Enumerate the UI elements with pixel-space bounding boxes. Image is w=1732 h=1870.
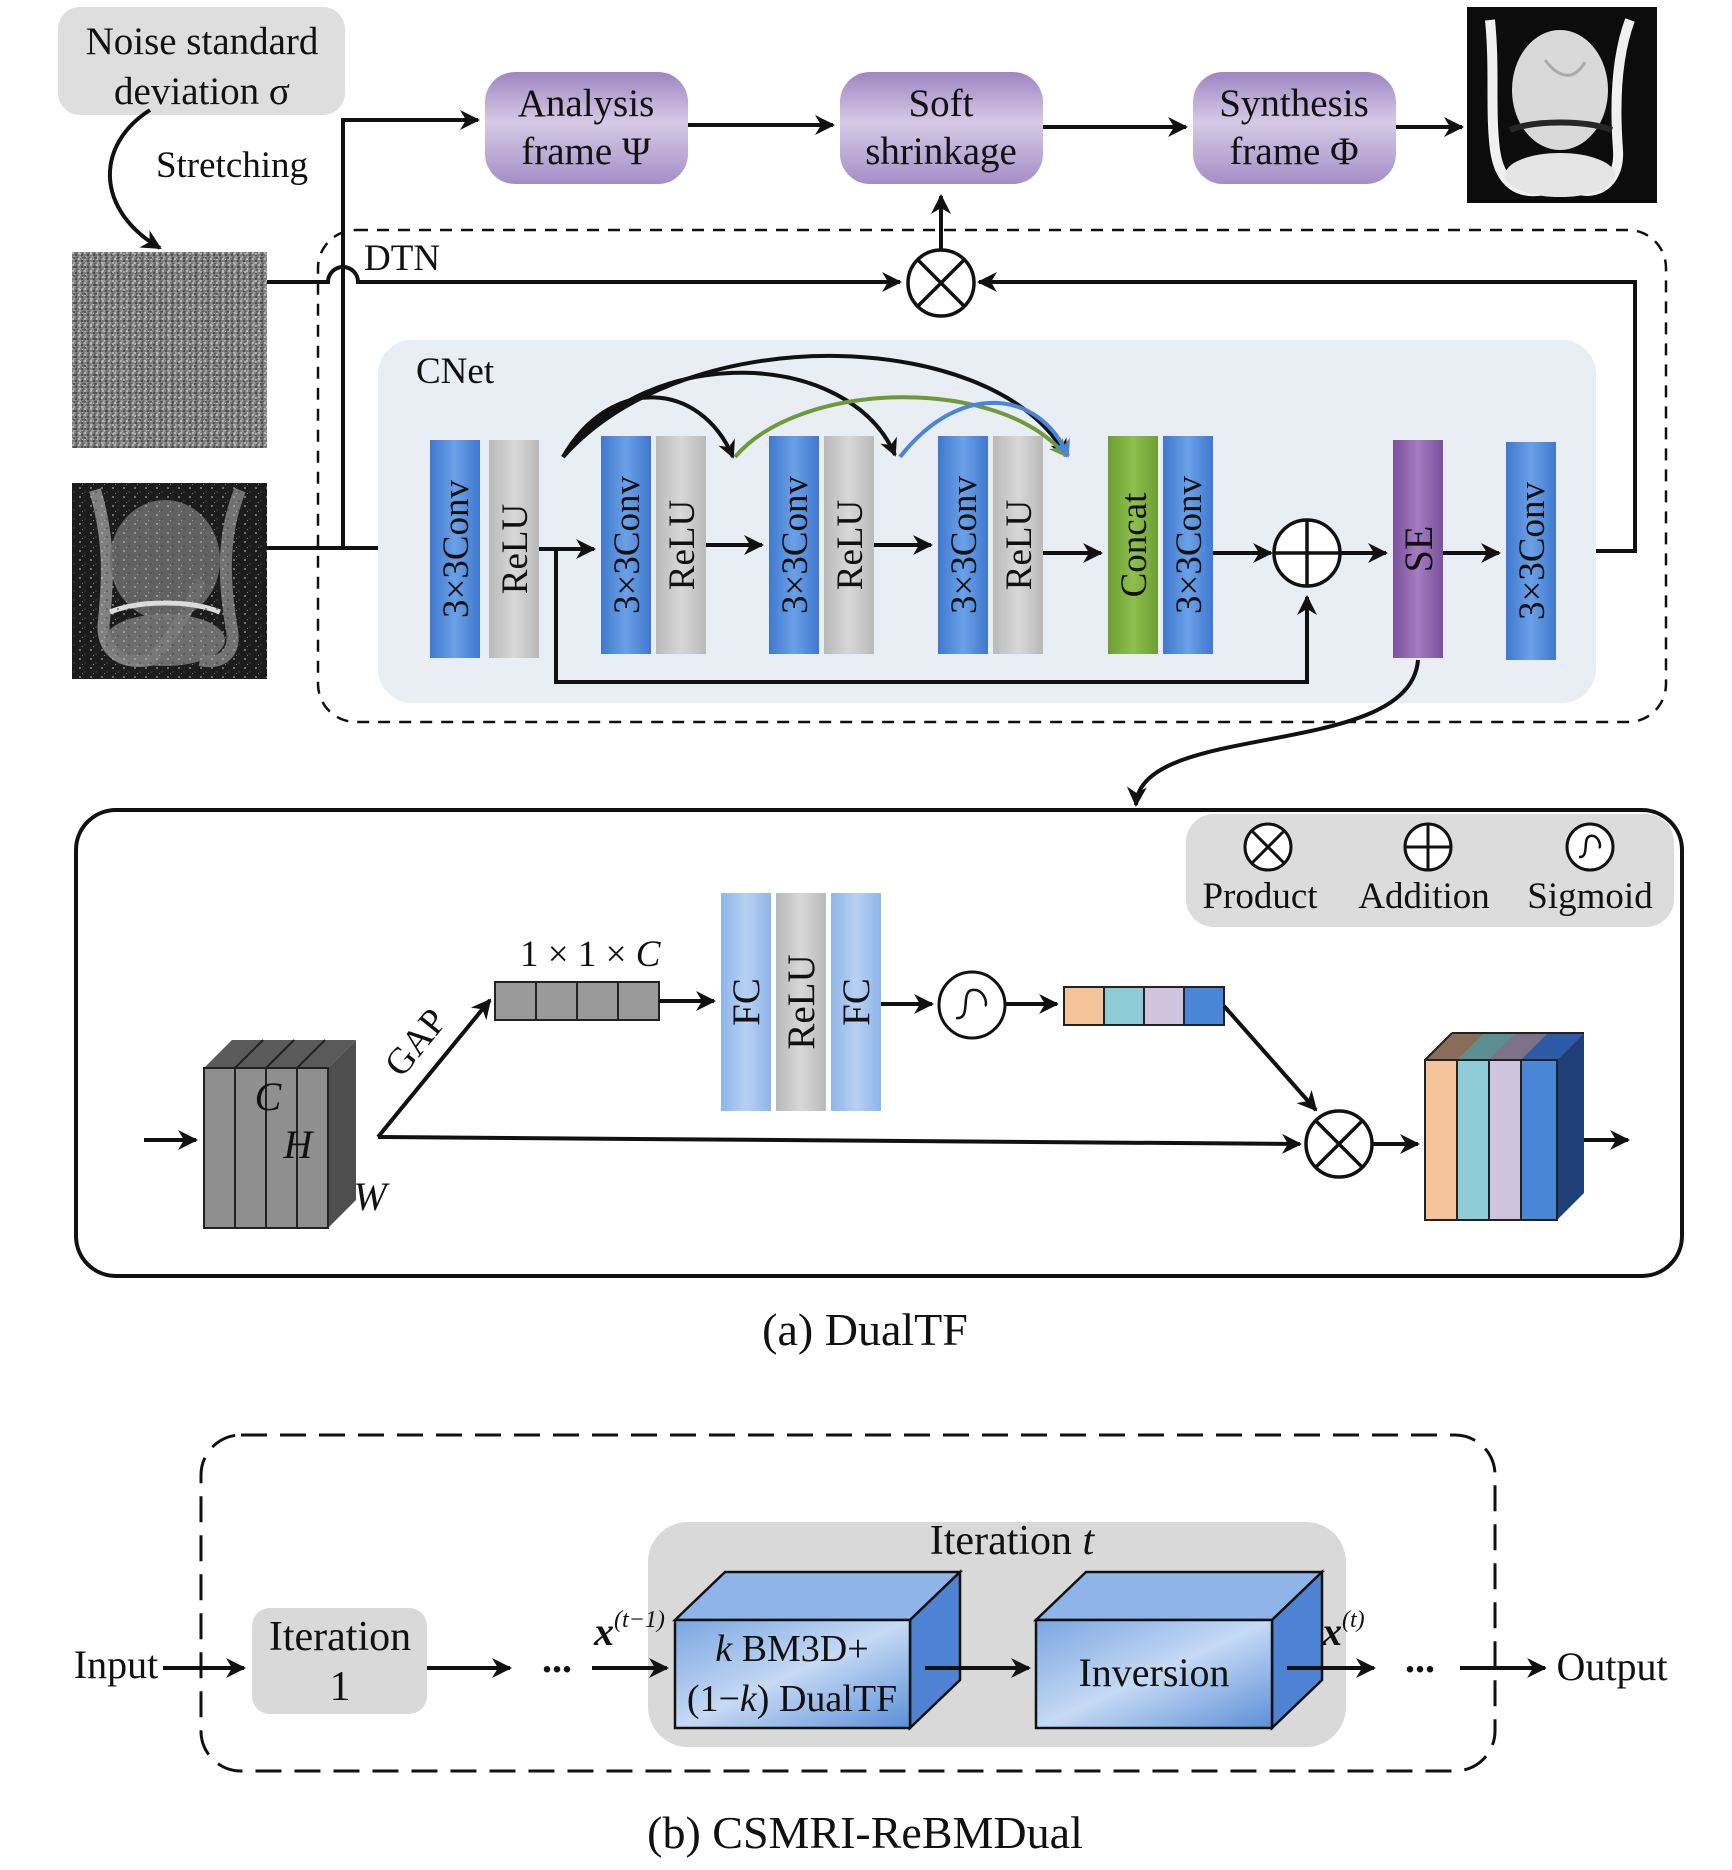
sigmoid-circle <box>937 970 1007 1040</box>
denoiser-line1: k BM3D+ <box>715 1628 868 1670</box>
dtn-box <box>316 228 1668 724</box>
analysis-frame-box <box>485 72 688 184</box>
conv-label-3: 3×3Conv <box>775 475 816 614</box>
output-feature-map <box>1424 1032 1584 1221</box>
dim-c-label: C <box>255 1074 283 1119</box>
dim-h-label: H <box>283 1122 315 1167</box>
concat-label: Concat <box>1114 492 1155 598</box>
relu-block-2 <box>656 436 706 654</box>
conv-block-3 <box>769 436 819 654</box>
analysis-line1: Analysis <box>518 82 655 125</box>
gap-label: GAP <box>377 1001 455 1084</box>
noise-line2: deviation σ <box>114 70 290 113</box>
dense-connection-blue <box>898 400 1070 459</box>
fc-label-1: FC <box>725 978 768 1026</box>
synthesis-line2: frame Φ <box>1229 130 1358 173</box>
relu-block-1 <box>489 440 539 658</box>
dtn-label: DTN <box>364 238 440 279</box>
caption-b: (b) CSMRI-ReBMDual <box>647 1807 1083 1858</box>
sigmoid-legend-label: Sigmoid <box>1527 876 1653 917</box>
denoiser-cube <box>671 1569 964 1731</box>
cnet-arrows <box>539 354 1501 684</box>
product-circle-top <box>906 248 976 318</box>
iteration-1-box <box>252 1608 427 1714</box>
input-label: Input <box>74 1642 158 1687</box>
conv-label-6: 3×3Conv <box>1512 481 1553 620</box>
conv-block-2 <box>601 436 651 654</box>
dots-1: ... <box>542 1636 572 1681</box>
addition-legend-icon <box>1403 822 1453 872</box>
input-knee-image <box>72 483 267 679</box>
denoiser-line2: (1−k) DualTF <box>687 1678 897 1720</box>
cnet-blocks <box>430 436 1556 660</box>
inversion-cube <box>1032 1569 1326 1731</box>
soft-line1: Soft <box>908 82 973 125</box>
relu-label-se: ReLU <box>780 954 823 1049</box>
fc-block-1 <box>721 893 771 1111</box>
se-detail-arrows <box>144 991 1630 1154</box>
dim-w-label: W <box>353 1174 390 1219</box>
soft-shrinkage-box <box>840 72 1043 184</box>
gap-vector <box>494 981 660 1021</box>
product-legend-label: Product <box>1202 876 1318 917</box>
fc-label-2: FC <box>835 978 878 1026</box>
relu-label-2: ReLU <box>662 500 703 590</box>
relu-label-4: ReLU <box>999 500 1040 590</box>
dense-connection-green <box>733 395 1068 459</box>
se-label: SE <box>1396 526 1441 573</box>
output-knee-image <box>1467 7 1657 203</box>
cnet-label: CNet <box>416 351 495 392</box>
stretching-arrow <box>107 108 162 250</box>
concat-block <box>1108 436 1158 654</box>
se-block <box>1393 440 1443 658</box>
noise-line1: Noise standard <box>86 20 319 63</box>
relu-block-se <box>776 893 826 1111</box>
relu-block-4 <box>993 436 1043 654</box>
fc-block-2 <box>831 893 881 1111</box>
iteration-1-line2: 1 <box>330 1664 351 1710</box>
conv-block-1 <box>430 440 480 658</box>
conv-block-6 <box>1506 442 1556 660</box>
channel-weight-vector <box>1063 986 1225 1026</box>
product-circle-se <box>1304 1109 1374 1179</box>
conv-label-1: 3×3Conv <box>436 479 477 618</box>
addition-legend-label: Addition <box>1358 876 1490 917</box>
noise-deviation-box <box>58 7 345 115</box>
cnet-block-labels: 3×3Conv ReLU 3×3Conv ReLU 3×3Conv ReLU 3… <box>436 475 1553 620</box>
addition-circle-cnet <box>1272 518 1342 588</box>
caption-a: (a) DualTF <box>762 1304 968 1355</box>
relu-label-3: ReLU <box>830 500 871 590</box>
sigmoid-legend-icon <box>1565 822 1615 872</box>
analysis-line2: frame Ψ <box>521 130 651 173</box>
vector-dims-label: 1 × 1 × C <box>520 934 662 975</box>
se-detail-arrow <box>1126 659 1420 807</box>
se-detail-panel <box>74 808 1684 1278</box>
conv-label-2: 3×3Conv <box>607 475 648 614</box>
output-label: Output <box>1556 1644 1667 1689</box>
soft-line2: shrinkage <box>865 130 1017 173</box>
inversion-label: Inversion <box>1078 1650 1229 1695</box>
input-feature-map <box>203 1039 356 1229</box>
iteration-1-line1: Iteration <box>269 1614 411 1660</box>
conv-label-5: 3×3Conv <box>1169 475 1210 614</box>
stretching-label: Stretching <box>156 145 308 186</box>
x-t-label: x(t) <box>1321 1607 1365 1654</box>
loop-box <box>199 1433 1497 1773</box>
relu-block-3 <box>824 436 874 654</box>
conv-block-4 <box>938 436 988 654</box>
synthesis-frame-box <box>1193 72 1396 184</box>
relu-label-1: ReLU <box>495 504 536 594</box>
noise-image <box>72 252 267 448</box>
dots-2: ... <box>1405 1636 1435 1681</box>
product-legend-icon <box>1243 822 1293 872</box>
x-prev-label: x(t−1) <box>593 1607 665 1654</box>
synthesis-line1: Synthesis <box>1219 82 1369 125</box>
conv-block-5 <box>1163 436 1213 654</box>
conv-label-4: 3×3Conv <box>944 475 985 614</box>
iteration-t-label: Iteration t <box>930 1518 1096 1564</box>
